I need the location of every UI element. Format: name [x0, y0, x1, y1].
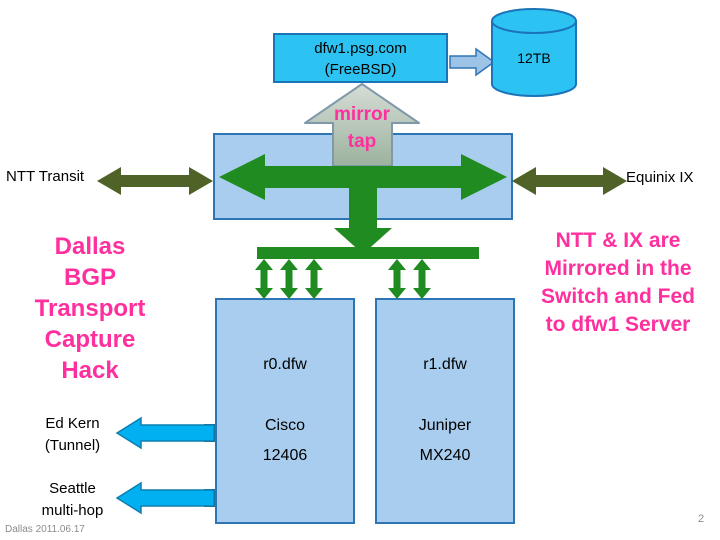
mirror-tap-line1: mirror	[334, 104, 390, 125]
title-note-line: Dallas	[54, 233, 126, 260]
side-note-line: Switch and Fed	[540, 285, 695, 308]
title-note-line: Transport	[34, 295, 146, 322]
storage-cylinder-body	[491, 21, 577, 97]
tunnel2-line1: Seattle	[49, 480, 96, 497]
link-arrow-1	[255, 259, 273, 299]
distribution-bar	[257, 247, 479, 259]
mirror-tap-label: mirror tap	[312, 101, 412, 155]
tunnel1-line2: (Tunnel)	[44, 437, 101, 454]
tunnel2-arrow	[115, 481, 215, 515]
server-box	[273, 33, 448, 83]
router0-vendor: Cisco	[264, 417, 305, 434]
tunnel1-label: Ed Kern (Tunnel)	[25, 413, 120, 457]
storage-label: 12TB	[517, 50, 551, 66]
title-note-line: Capture	[44, 326, 136, 353]
title-note-line: BGP	[63, 264, 116, 291]
router1-name: r1.dfw	[423, 356, 467, 373]
ntt-transit-arrow	[97, 167, 213, 195]
router1-box	[375, 298, 515, 524]
router1-model: MX240	[419, 447, 471, 464]
tunnel1-line1: Ed Kern	[45, 415, 100, 432]
page-number: 2	[698, 513, 705, 525]
equinix-ix-arrow	[512, 167, 627, 195]
side-note: NTT & IX are Mirrored in the Switch and …	[520, 227, 716, 339]
router0-name: r0.dfw	[263, 356, 307, 373]
equinix-ix-label: Equinix IX	[626, 169, 694, 186]
server-to-storage-arrow	[449, 47, 496, 77]
storage-cylinder-top	[491, 8, 577, 34]
link-arrow-2	[280, 259, 298, 299]
link-arrow-5	[413, 259, 431, 299]
tunnel2-line2: multi-hop	[41, 502, 104, 519]
link-arrow-4	[388, 259, 406, 299]
ntt-transit-label: NTT Transit	[6, 168, 85, 185]
switch-backplane-arrow	[219, 154, 507, 200]
router0-model: 12406	[262, 447, 308, 464]
server-os: (FreeBSD)	[324, 61, 397, 78]
side-note-line: NTT & IX are	[555, 229, 681, 252]
router1-vendor: Juniper	[418, 417, 472, 434]
tunnel2-label: Seattle multi-hop	[25, 478, 120, 522]
side-note-line: Mirrored in the	[544, 257, 692, 280]
side-note-line: to dfw1 Server	[545, 313, 691, 336]
server-name: dfw1.psg.com	[314, 40, 407, 57]
mirror-tap-line2: tap	[347, 131, 377, 152]
router0-box	[215, 298, 355, 524]
tunnel1-arrow	[115, 416, 215, 450]
title-note: Dallas BGP Transport Capture Hack	[15, 231, 165, 386]
server-label: dfw1.psg.com (FreeBSD)	[273, 38, 448, 80]
link-arrow-3	[305, 259, 323, 299]
title-note-line: Hack	[61, 357, 119, 384]
switch-down-arrow	[334, 186, 392, 254]
slide-footer: Dallas 2011.06.17	[5, 524, 85, 535]
